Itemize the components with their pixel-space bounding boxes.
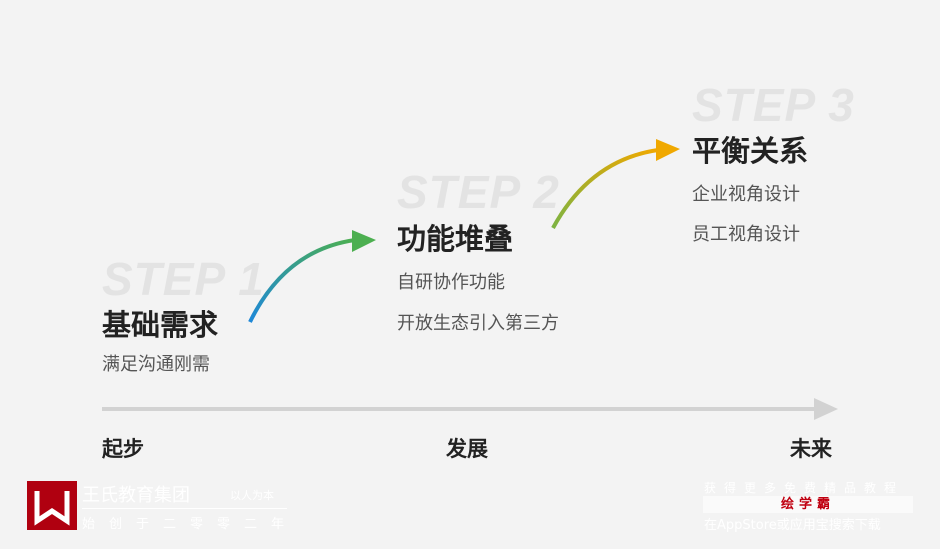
axis-end-label: 未来 xyxy=(790,437,832,461)
watermark-promo: 获得更多免费精品教程 xyxy=(704,481,905,495)
step-2-item: 开放生态引入第三方 xyxy=(397,313,559,334)
step-2-item: 自研协作功能 xyxy=(397,272,505,293)
step-1-title: 基础需求 xyxy=(102,308,219,342)
step-2-title: 功能堆叠 xyxy=(397,222,514,256)
step-3-label: STEP 3 xyxy=(692,79,855,131)
step-3-item: 员工视角设计 xyxy=(692,224,800,245)
growth-arrow-1 xyxy=(248,238,356,323)
step-2-label: STEP 2 xyxy=(397,166,560,218)
watermark-founded: 始创于二零零二年 xyxy=(82,517,299,532)
watermark-divider xyxy=(82,508,287,509)
step-3-item: 企业视角设计 xyxy=(692,184,800,205)
step-3-title: 平衡关系 xyxy=(692,134,809,168)
watermark-download: 在AppStore或应用宝搜索下载 xyxy=(704,518,881,533)
step-1-label: STEP 1 xyxy=(102,253,265,305)
timeline-arrowhead xyxy=(814,398,838,420)
step-1-item: 满足沟通刚需 xyxy=(102,354,210,375)
watermark-company: 王氏教育集团 xyxy=(82,485,190,506)
axis-middle-label: 发展 xyxy=(446,437,488,461)
axis-start-label: 起步 xyxy=(102,437,144,461)
watermark-slogan: 以人为本 xyxy=(230,489,274,502)
growth-arrow-2 xyxy=(551,148,659,229)
watermark-brand: 绘学霸 xyxy=(703,496,913,513)
arrowhead-1 xyxy=(352,230,376,252)
arrowhead-2 xyxy=(656,139,680,161)
logo-icon xyxy=(27,481,77,530)
